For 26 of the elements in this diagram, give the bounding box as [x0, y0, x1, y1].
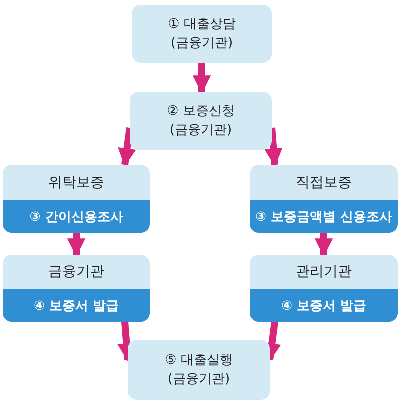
process-box	[128, 340, 270, 400]
process-box	[3, 255, 150, 322]
step-label: ④ 보증서 발급	[34, 298, 120, 314]
step-label: ④ 보증서 발급	[281, 298, 367, 314]
arrow	[314, 233, 334, 257]
process-box	[250, 165, 398, 233]
step-label: ① 대출상담	[168, 16, 236, 34]
step-label: ③ 보증금액별 신용조사	[255, 208, 393, 226]
arrow	[264, 128, 283, 167]
arrow	[118, 128, 136, 167]
step-label: (금융기관)	[170, 35, 234, 53]
arrow	[192, 63, 212, 94]
box-heading: 관리기관	[296, 263, 352, 281]
step-label: ③ 간이신용조사	[30, 208, 124, 226]
process-box	[130, 92, 272, 150]
process-box	[132, 5, 272, 63]
step-label: ⑤ 대출실행	[165, 352, 233, 370]
box-heading: 직접보증	[296, 174, 352, 192]
step-label: (금융기관)	[168, 371, 230, 389]
arrow	[67, 233, 86, 257]
step-label: ② 보증신청	[167, 103, 235, 121]
step-label: (금융기관)	[170, 122, 232, 140]
box-heading: 위탁보증	[48, 174, 104, 192]
box-heading: 금융기관	[48, 263, 104, 281]
process-box	[3, 165, 150, 233]
process-box	[250, 255, 398, 322]
